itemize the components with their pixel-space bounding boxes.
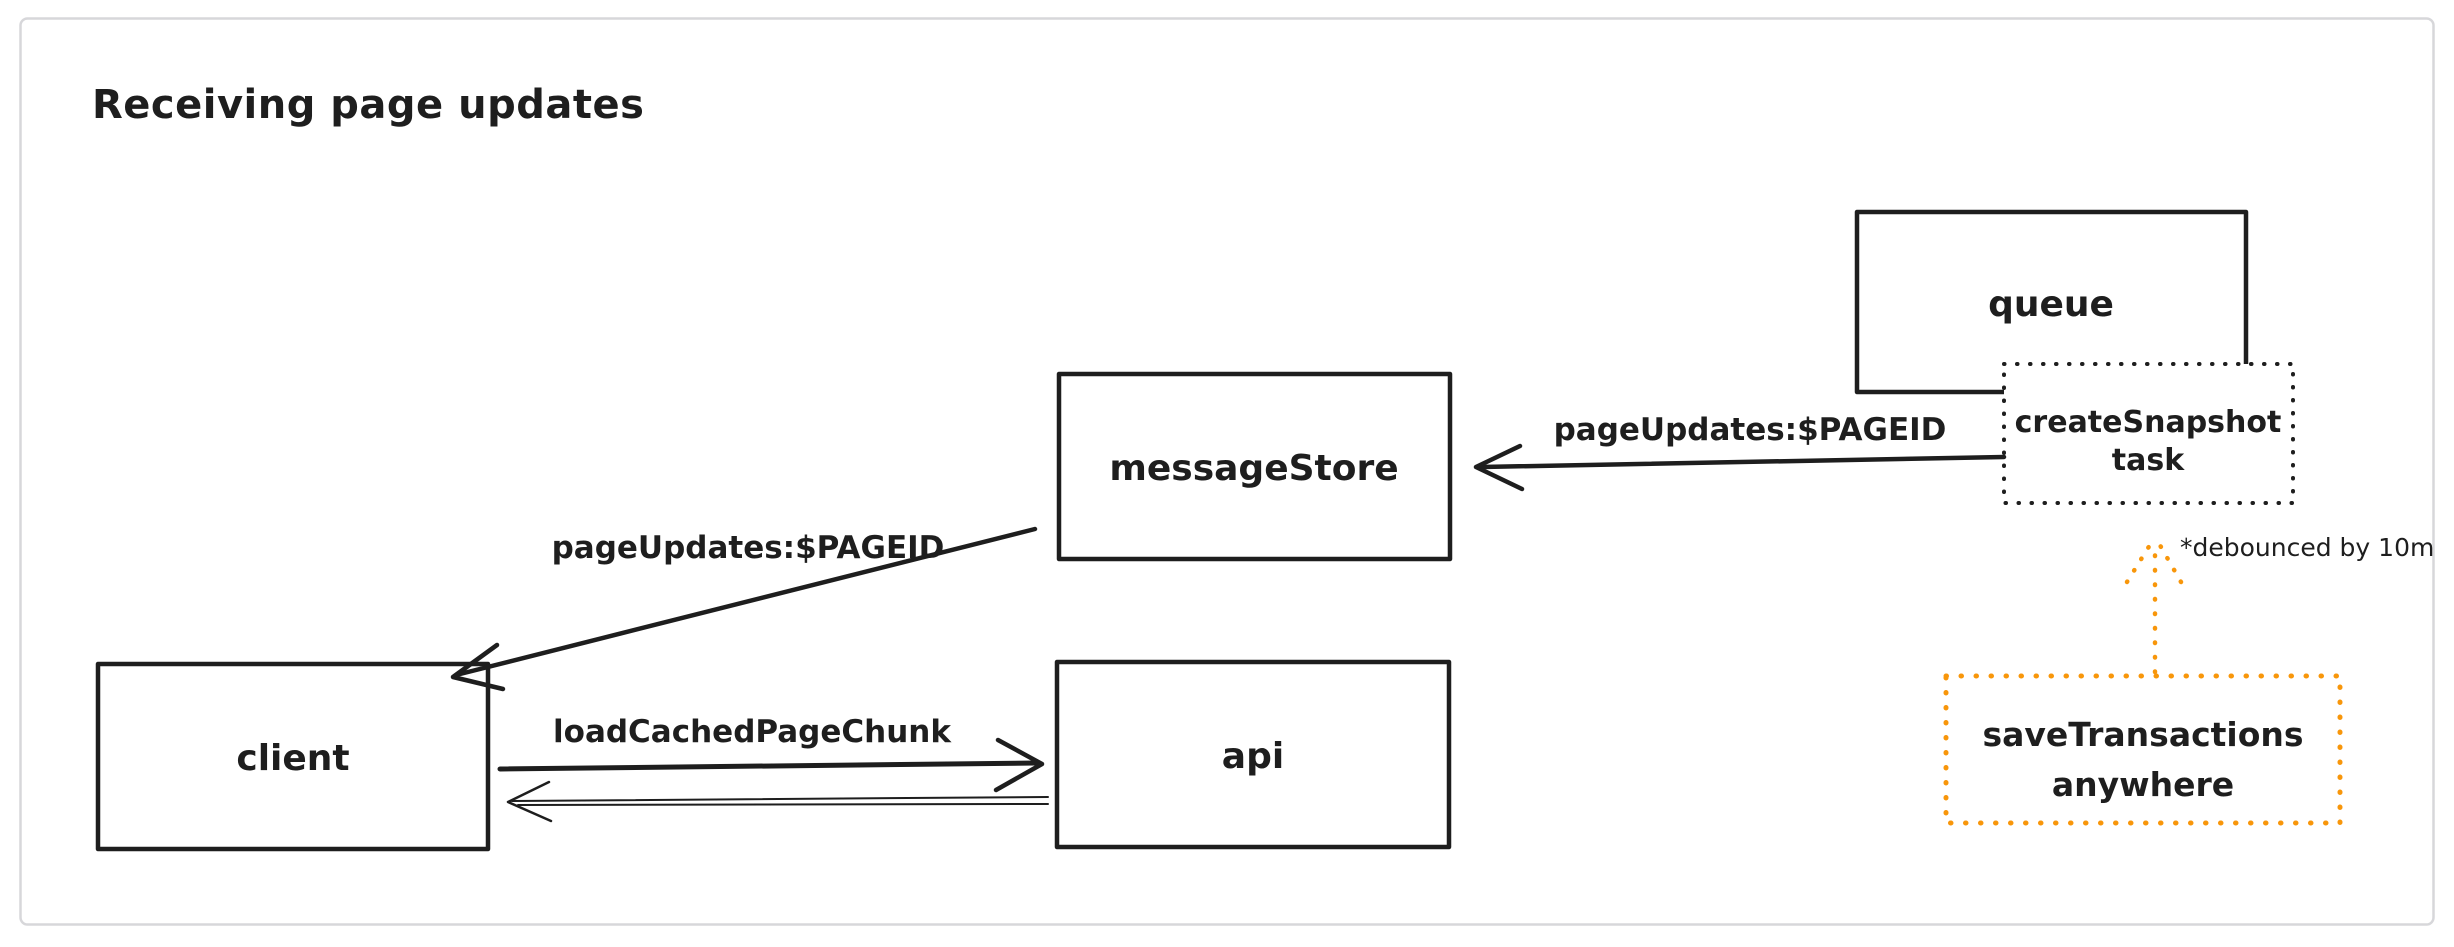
arrowhead-client-to-api: [993, 737, 1045, 793]
save-transactions-label-line2: anywhere: [2052, 765, 2234, 804]
arrowhead-api-to-client: [506, 780, 553, 823]
arrowhead-save-transactions-right: [2154, 537, 2184, 585]
edge-label-client-to-api: loadCachedPageChunk: [553, 714, 952, 750]
canvas-frame: [19, 17, 2435, 926]
client-label: client: [236, 738, 349, 779]
create-snapshot-task-label-line1: createSnapshot: [2015, 405, 2282, 440]
edge-label-task-to-message-store: pageUpdates:$PAGEID: [1554, 412, 1947, 448]
arrow-api-to-client-line1: [511, 796, 1049, 802]
queue-label: queue: [1988, 284, 2114, 325]
arrow-api-to-client-line2: [517, 803, 1049, 806]
arrow-client-to-api: [497, 760, 1039, 772]
create-snapshot-task-label-line2: task: [2112, 443, 2185, 478]
create-snapshot-task-box: [2002, 362, 2295, 505]
arrowhead-message-store-to-client: [450, 642, 506, 692]
message-store-label: messageStore: [1109, 448, 1398, 489]
arrow-task-to-message-store: [1479, 454, 2007, 470]
edge-label-message-store-to-client: pageUpdates:$PAGEID: [552, 530, 945, 566]
arrow-message-store-to-client: [453, 526, 1038, 678]
debounce-note: *debounced by 10m: [2180, 533, 2434, 562]
page-title: Receiving page updates: [92, 82, 644, 128]
arrowhead-save-transactions-left: [2124, 537, 2156, 585]
client-box: [95, 661, 491, 852]
arrowhead-task-to-message-store: [1473, 443, 1525, 492]
save-transactions-box: [1943, 673, 2343, 826]
save-transactions-label-line1: saveTransactions: [1982, 715, 2303, 754]
api-box: [1054, 659, 1452, 850]
api-label: api: [1222, 736, 1284, 777]
message-store-box: [1056, 371, 1453, 562]
